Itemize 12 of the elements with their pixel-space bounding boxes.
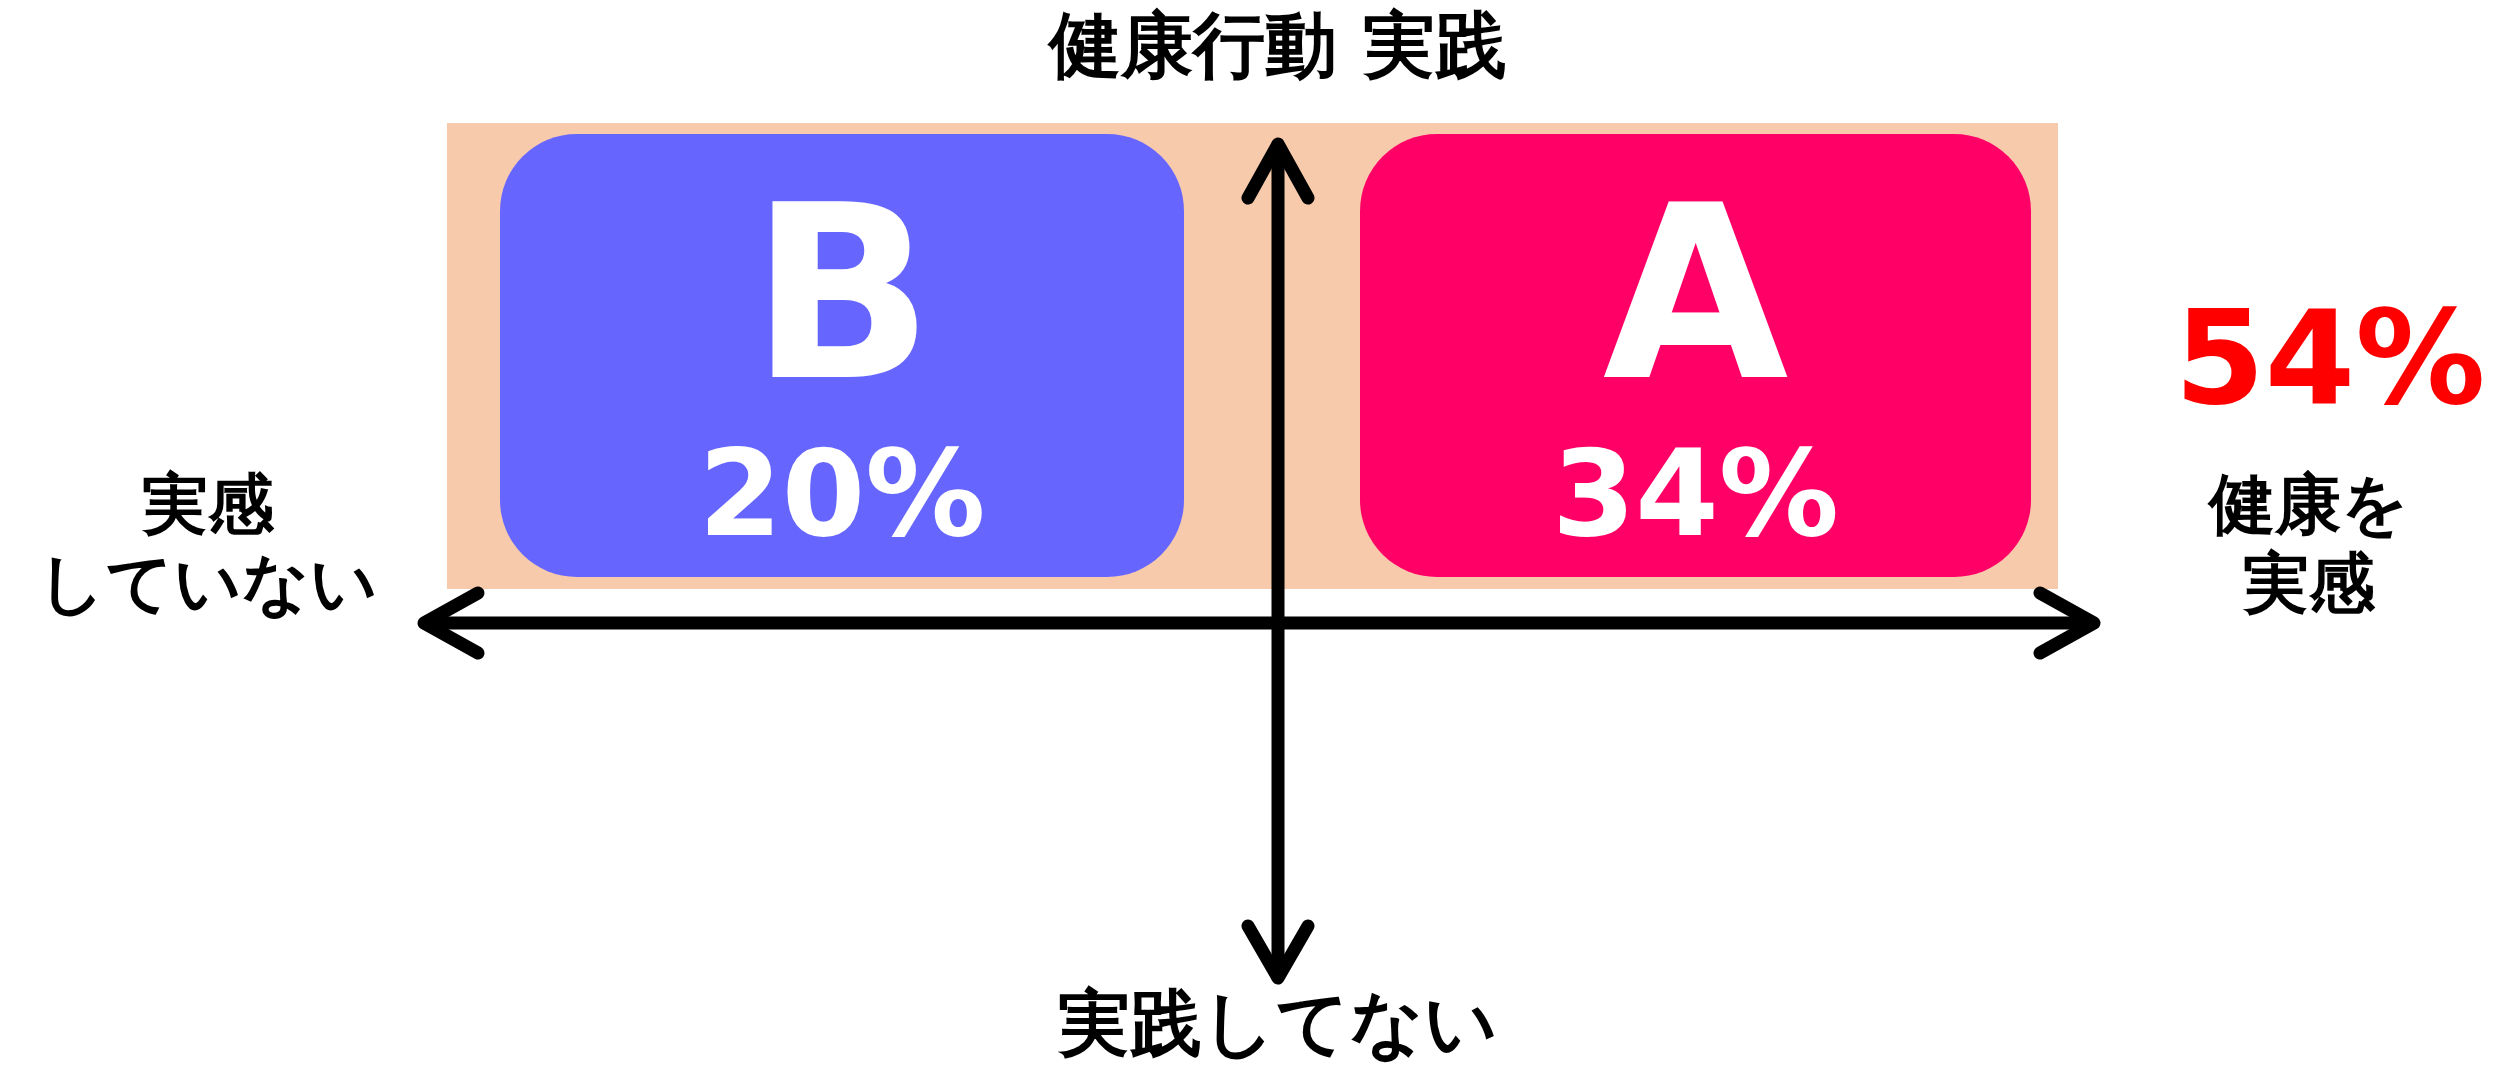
quadrant-letter: A (1601, 174, 1790, 414)
axis-label: 実践してない (1057, 980, 1499, 1067)
axis-label: 健康行動 実践 (1046, 2, 1508, 89)
quadrant-letter: B (749, 174, 935, 414)
percentage-value: 20% (697, 434, 987, 554)
percentage-value: 54% (2173, 281, 2487, 436)
axis-label: 実感していない (37, 465, 379, 624)
quadrant-card (1360, 134, 2031, 577)
percentage-value: 34% (1550, 434, 1841, 554)
axis-label: 健康を実感 (2206, 465, 2410, 624)
quadrant-card (500, 134, 1184, 577)
quadrant-band (447, 123, 2058, 589)
